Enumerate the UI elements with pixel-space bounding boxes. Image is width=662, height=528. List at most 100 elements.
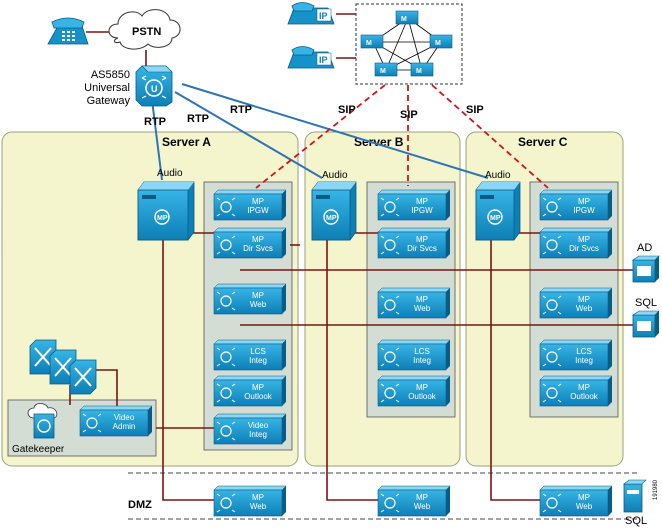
mp-module-text: Integ: [249, 356, 267, 365]
pstn-label: PSTN: [132, 26, 161, 38]
svg-text:MP: MP: [490, 215, 501, 222]
mp-icon: [380, 235, 400, 255]
gateway-label-line2: Universal: [84, 82, 130, 94]
svg-text:MP: MP: [157, 215, 168, 222]
mp-module-text: Dir Svcs: [569, 244, 599, 253]
mp-icon: [542, 295, 562, 315]
mp-icon: [216, 235, 236, 255]
mp-module-text: MP: [252, 493, 264, 502]
server-c-label: Server C: [518, 135, 568, 149]
mp-module-text: Web: [250, 300, 267, 309]
sip-label-1: SIP: [338, 104, 356, 116]
mp-icon: [216, 347, 236, 367]
cloud-icon: PSTN: [108, 9, 181, 50]
phone-icon: [47, 17, 89, 45]
mp-module-text: MP: [416, 235, 428, 244]
video-switch-icon: [29, 339, 97, 395]
mp-module-text: Video: [114, 413, 135, 422]
mp-icon: [542, 197, 562, 217]
mp-module-text: MP: [578, 235, 590, 244]
mp-icon: [216, 421, 236, 441]
mp-module-text: Web: [250, 502, 267, 511]
mp-module-text: MP: [578, 493, 590, 502]
database-icon: [632, 310, 660, 338]
mp-module-text: Integ: [575, 356, 593, 365]
mp-icon: [216, 291, 236, 311]
svg-text:IP: IP: [319, 11, 328, 21]
server-b-label: Server B: [354, 135, 404, 149]
rtp-label-3: RTP: [230, 104, 252, 116]
svg-text:M: M: [401, 16, 407, 23]
svg-text:M: M: [416, 68, 422, 75]
mp-icon: [542, 235, 562, 255]
mp-module-text: IPGW: [573, 206, 595, 215]
mp-module-text: Web: [576, 502, 593, 511]
mp-icon: [82, 413, 102, 433]
mp-module-text: MP: [252, 383, 264, 392]
mp-icon: [216, 197, 236, 217]
sip-labels: SIP SIP SIP: [338, 104, 484, 121]
mp-module-text: Outlook: [244, 392, 273, 401]
gateway-icon: U: [135, 65, 173, 107]
sql-label-2: SQL: [625, 515, 647, 527]
mp-module-text: MP: [416, 383, 428, 392]
gateway-label-line1: AS5850: [91, 69, 130, 81]
router-icon: [27, 403, 58, 439]
mp-module-text: MP: [252, 197, 264, 206]
mp-icon: [542, 347, 562, 367]
mp-module-text: LCS: [414, 347, 430, 356]
rtp-label-1: RTP: [144, 116, 166, 128]
ad-label: AD: [637, 242, 652, 254]
audio-server-b: Audio MP: [311, 170, 357, 241]
audio-label-c: Audio: [485, 170, 511, 181]
mp-icon: [380, 295, 400, 315]
sip-connections: [255, 84, 549, 189]
rtp-connections: [151, 83, 489, 181]
mp-icon: [216, 383, 236, 403]
gateway-label-line3: Gateway: [87, 95, 131, 107]
sql-label-1: SQL: [635, 297, 657, 309]
rtp-labels: RTP RTP RTP: [144, 104, 252, 128]
svg-text:U: U: [151, 84, 158, 94]
mp-module-text: MP: [416, 493, 428, 502]
mp-module-text: Dir Svcs: [243, 244, 273, 253]
mp-module-text: MP: [252, 291, 264, 300]
mp-module-text: Admin: [113, 422, 136, 431]
svg-text:M: M: [380, 68, 386, 75]
svg-text:IP: IP: [319, 55, 328, 65]
mp-module-text: MP: [578, 295, 590, 304]
rtp-label-2: RTP: [187, 113, 209, 125]
audio-label-a: Audio: [157, 168, 183, 179]
mp-icon: [380, 347, 400, 367]
mp-module-text: MP: [252, 235, 264, 244]
database-icon: [632, 255, 660, 283]
mp-icon: [216, 493, 236, 513]
mp-module-text: MP: [416, 197, 428, 206]
mp-icon: [380, 493, 400, 513]
ip-phone-icon: IP: [287, 46, 335, 69]
dmz-label: DMZ: [128, 499, 152, 511]
mp-module-text: Web: [576, 304, 593, 313]
dmz-zone: DMZ: [128, 472, 640, 520]
ip-phones: [336, 13, 356, 59]
mp-module-text: LCS: [576, 347, 592, 356]
mp-icon: [380, 197, 400, 217]
mp-module-text: Integ: [249, 430, 267, 439]
mp-icon: [542, 383, 562, 403]
mp-module-text: LCS: [250, 347, 266, 356]
